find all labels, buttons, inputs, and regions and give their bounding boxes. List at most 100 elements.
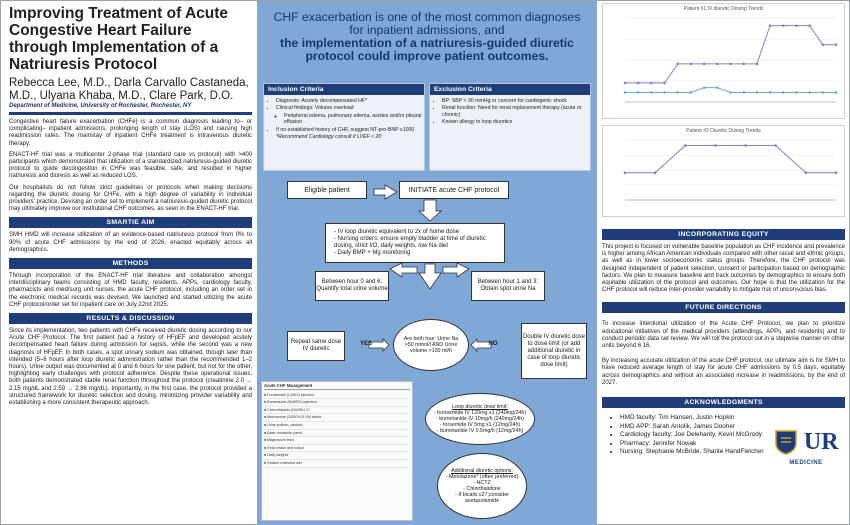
future-text-1: To increase intentional utilization of t… bbox=[602, 321, 845, 350]
inclusion-item: Peripheral edema, pulmonary edema, ascit… bbox=[284, 113, 424, 126]
results-header: RESULTS & DISCUSSION bbox=[9, 313, 252, 325]
future-text-2: By increasing accurate utilization of th… bbox=[602, 358, 845, 386]
additional-diuretic-oval: Additional diuretic options: - Metolazon… bbox=[437, 453, 527, 519]
order-set-row: ■ Metolazone (ZAROXOLYN) tablet bbox=[264, 414, 410, 422]
order-set-row: ■ Strict intake and output bbox=[264, 445, 410, 453]
chart-1-title: Patient #1 IV diuretic Dosing Trends bbox=[683, 6, 764, 12]
order-set-row: ■ Furosemide (LASIX) injection bbox=[264, 392, 410, 400]
order-set-row: ■ Magnesium level bbox=[264, 437, 410, 445]
equity-header: INCORPORATING EQUITY bbox=[602, 229, 845, 240]
data-point bbox=[623, 81, 627, 85]
chart-patient-1: Patient #1 IV diuretic Dosing Trends bbox=[602, 3, 845, 119]
data-point bbox=[716, 62, 719, 66]
series-line bbox=[625, 144, 836, 174]
data-point bbox=[702, 86, 706, 89]
data-point bbox=[623, 91, 627, 94]
data-point bbox=[663, 81, 666, 85]
hour-0-6-box: Between hour 0 and 6: Quantify total uri… bbox=[315, 271, 389, 301]
dose-limit-title: Loop diuretic dose limit: bbox=[452, 404, 508, 410]
data-point bbox=[683, 144, 687, 147]
inclusion-item: Diagnosis: Acutely decompensated HF* bbox=[276, 98, 424, 104]
additional-item: - If bicarb ≥27,consider acetazolamide bbox=[455, 492, 509, 504]
chart-2-title: Patient #2 Diuretic Dosing Trends bbox=[686, 128, 761, 134]
background-paragraph-2: ENACT-HF trial was a multicenter 2-phase… bbox=[9, 151, 252, 180]
author-list: Rebecca Lee, M.D., Darla Carvallo Castan… bbox=[9, 77, 249, 102]
ack-item: Pharmacy: Jennifer Nowak bbox=[620, 440, 845, 448]
data-point bbox=[663, 91, 666, 94]
exclusion-item: BP: SBP < 90 mmHg or concern for cardiog… bbox=[442, 98, 590, 104]
methods-header: METHODS bbox=[9, 258, 252, 270]
inclusion-note: *Recommend Cardiology consult if LVEF < … bbox=[276, 134, 382, 141]
dose-limit-item: - torsemide IV 5mg x1 (12mg/24h) bbox=[439, 422, 521, 428]
data-point bbox=[755, 91, 759, 94]
data-point bbox=[716, 86, 719, 89]
data-point bbox=[834, 43, 838, 47]
left-column: Improving Treatment of Acute Congestive … bbox=[9, 1, 252, 521]
data-point bbox=[689, 91, 693, 94]
additional-item: - Chlorthalidone bbox=[463, 486, 501, 492]
data-point bbox=[729, 91, 732, 94]
smartie-text: SMH HMD will increase utilization of an … bbox=[9, 232, 252, 253]
middle-panel: CHF exacerbation is one of the most comm… bbox=[257, 1, 597, 525]
data-point bbox=[623, 171, 627, 175]
inclusion-item: Clinical findings: Volume overload bbox=[276, 105, 424, 111]
ack-item: Nursing: Stephanie McBride, Shante HandF… bbox=[620, 448, 845, 456]
poster-title: Improving Treatment of Acute Congestive … bbox=[9, 5, 229, 73]
data-point bbox=[742, 91, 745, 94]
data-point bbox=[768, 24, 772, 27]
data-point bbox=[755, 62, 759, 66]
arrow-no bbox=[470, 338, 492, 352]
background-paragraph-3: Our hospitalists do not follow strict gu… bbox=[9, 184, 252, 213]
additional-item: - HCTZ bbox=[473, 480, 491, 486]
logo-subtext: MEDICINE bbox=[789, 460, 823, 466]
hour-1-3-box: Between hour 1 and 3: Obtain spot urine … bbox=[471, 271, 545, 301]
no-label: NO bbox=[488, 340, 498, 347]
inclusion-criteria: Inclusion Criteria Diagnosis: Acutely de… bbox=[263, 83, 425, 171]
dose-limit-item: - bumetanide IV 10mg/h (240mg/24h) bbox=[435, 416, 525, 422]
order-step: - Daily BMP + Mg monitoring bbox=[334, 250, 411, 256]
data-point bbox=[636, 81, 640, 85]
lead-plain: CHF exacerbation is one of the most comm… bbox=[273, 10, 581, 37]
acknowledgments-list: HMD faculty: Tim Hansen, Justin Hopkin H… bbox=[602, 414, 845, 456]
order-set-row: ■ Sodium restricted diet bbox=[264, 460, 410, 468]
data-point bbox=[650, 91, 653, 94]
data-point bbox=[781, 91, 785, 94]
dose-limit-item: - furosemide IV 120mg x1 (240mg/24h) bbox=[433, 410, 527, 416]
yes-label: YES bbox=[359, 340, 372, 347]
title-divider bbox=[9, 112, 252, 115]
additional-title: Additional diuretic options: bbox=[451, 468, 513, 474]
data-point bbox=[676, 91, 680, 94]
data-point bbox=[636, 91, 640, 94]
chart-2-plot bbox=[623, 139, 838, 201]
order-step: - IV loop diuretic equivalent to 2x of h… bbox=[334, 229, 460, 235]
arrow-to-decision bbox=[418, 263, 442, 290]
exclusion-item: Renal function: Need for renal replaceme… bbox=[442, 105, 590, 118]
exclusion-criteria: Exclusion Criteria BP: SBP < 90 mmHg or … bbox=[429, 83, 591, 171]
order-set-row: ■ Chlorothiazide (DIURIL) IV bbox=[264, 407, 410, 415]
decision-oval: Are both true: Urine Na >50 mmol/l AND U… bbox=[393, 319, 469, 371]
data-point bbox=[804, 171, 808, 175]
data-point bbox=[744, 144, 747, 147]
flowchart-arrows bbox=[368, 184, 492, 352]
data-point bbox=[808, 91, 811, 94]
data-point bbox=[653, 171, 657, 175]
data-point bbox=[676, 62, 680, 66]
initiate-protocol-box: INITIATE acute CHF protocol bbox=[399, 181, 509, 199]
arrow-yes bbox=[368, 338, 390, 352]
ur-medicine-logo: UR MEDICINE bbox=[771, 429, 841, 489]
chart-patient-2: Patient #2 Diuretic Dosing Trends bbox=[602, 125, 845, 217]
data-point bbox=[821, 43, 825, 47]
data-point bbox=[834, 171, 838, 175]
crest-icon bbox=[775, 430, 798, 455]
data-point bbox=[834, 91, 838, 94]
data-point bbox=[714, 144, 717, 147]
double-dose-box: Double IV diuretic dose to dose limit (o… bbox=[521, 323, 587, 379]
repeat-dose-box: Repeat same dose IV diuretic bbox=[287, 331, 345, 361]
initial-orders-box: - IV loop diuretic equivalent to 2x of h… bbox=[325, 223, 505, 263]
exclusion-header: Exclusion Criteria bbox=[430, 84, 590, 95]
lead-bold: the implementation of a natriuresis-guid… bbox=[280, 36, 574, 63]
data-point bbox=[781, 24, 785, 27]
data-point bbox=[768, 91, 772, 94]
dose-limit-item: - bumetanide IV 0.5mg/h (12mg/24h) bbox=[436, 428, 524, 434]
